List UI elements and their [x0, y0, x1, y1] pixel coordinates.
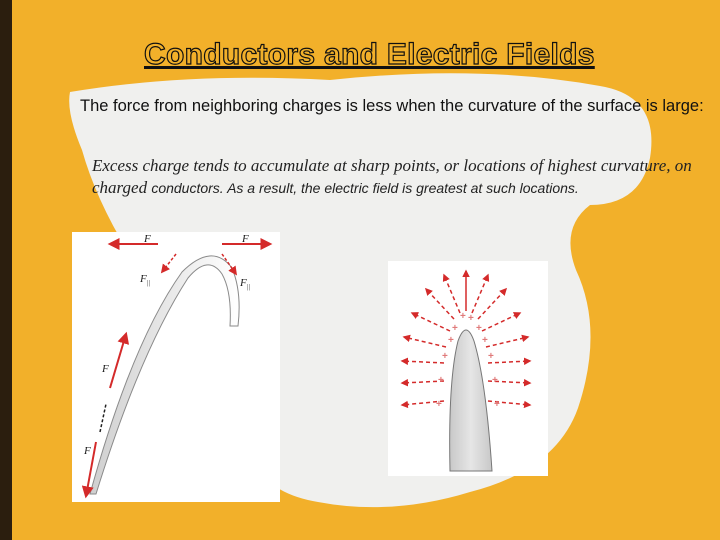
- slide-quote: Excess charge tends to accumulate at sha…: [92, 155, 702, 199]
- slide-title: Conductors and Electric Fields: [144, 38, 604, 72]
- charge-plus: +: [436, 399, 442, 410]
- charge-plus: +: [492, 375, 498, 386]
- curvature-force-figure: F F F|| F|| F F: [72, 232, 280, 502]
- force-label-top-right: F: [241, 233, 249, 245]
- charge-plus: +: [460, 311, 466, 322]
- force-label-top-left: F: [143, 233, 151, 245]
- charge-plus: +: [438, 375, 444, 386]
- pointed-conductor: [450, 330, 492, 471]
- charge-plus: +: [482, 335, 488, 346]
- parallel-label-left: F||: [139, 273, 151, 287]
- force-arrow-middle: [110, 334, 126, 388]
- conductor-surface: [90, 256, 239, 494]
- charge-plus: +: [494, 399, 500, 410]
- force-label-middle: F: [101, 363, 109, 375]
- parallel-arrow-left: [162, 254, 176, 272]
- parallel-label-right: F||: [239, 277, 251, 291]
- charge-plus: +: [448, 335, 454, 346]
- quote-sans-text: conductors. As a result, the electric fi…: [151, 180, 578, 196]
- parallel-arrow-middle: [100, 404, 106, 432]
- charge-plus: +: [468, 313, 474, 324]
- slide-paragraph: The force from neighboring charges is le…: [80, 96, 710, 117]
- force-label-bottom: F: [83, 445, 91, 457]
- charge-plus: +: [488, 351, 494, 362]
- charge-plus: +: [476, 323, 482, 334]
- charge-plus: +: [442, 351, 448, 362]
- field-lines-figure: + + + + + + + + + + + +: [388, 261, 548, 476]
- charge-plus: +: [452, 323, 458, 334]
